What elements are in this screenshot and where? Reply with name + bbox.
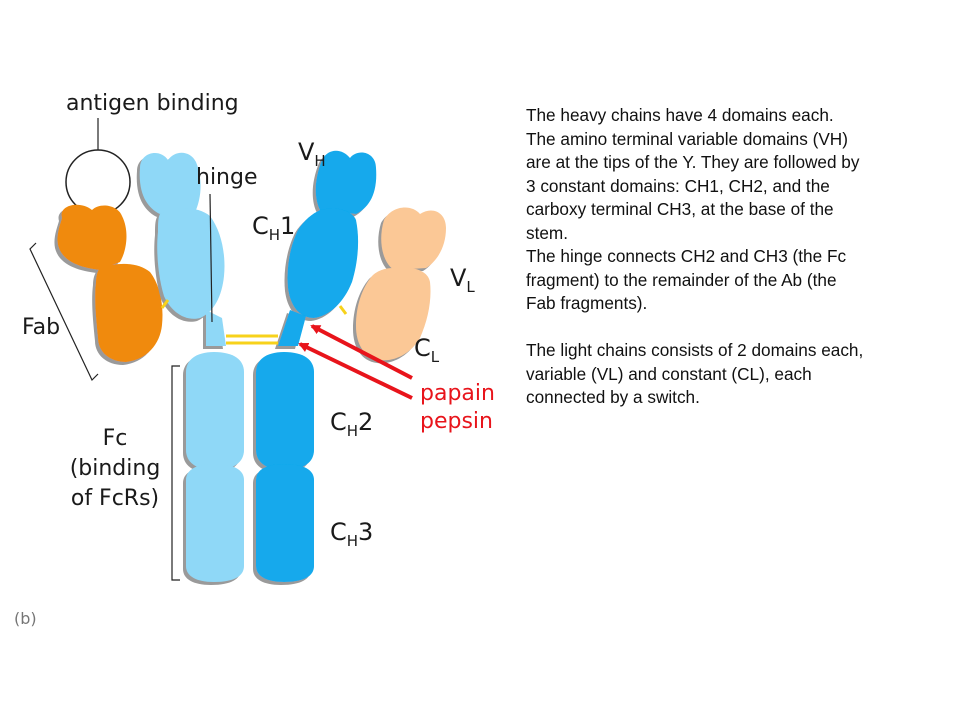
right-vh-domain <box>315 150 377 214</box>
description-text-block: The heavy chains have 4 domains each. Th… <box>526 104 956 410</box>
fab-label: Fab <box>22 315 60 340</box>
left-vl-domain <box>57 204 127 270</box>
papain-label: papain <box>420 381 495 406</box>
left-chain-disulfide-bond <box>160 299 170 309</box>
fab-bracket <box>29 242 99 382</box>
disulfide-bonds <box>160 299 348 345</box>
fc-fcrs-label: of FcRs) <box>71 486 159 511</box>
description-line: Fab fragments). <box>526 293 648 313</box>
description-line: The hinge connects CH2 and CH3 (the Fc <box>526 246 847 266</box>
right-ch3-domain <box>256 464 314 582</box>
left-ch2-domain <box>186 352 244 470</box>
left-heavy-chain <box>139 152 244 582</box>
pepsin-label: pepsin <box>420 409 493 434</box>
antigen-binding-label: antigen binding <box>66 91 239 116</box>
fc-binding-label: (binding <box>70 456 161 481</box>
left-light-chain <box>57 204 163 362</box>
right-ch2-domain <box>256 352 314 470</box>
description-line: stem. <box>526 222 569 243</box>
paragraph-spacer <box>526 316 956 340</box>
right-ch1-domain <box>287 208 359 318</box>
right-chain-disulfide-bond <box>338 305 348 315</box>
antibody-structure-diagram: antigen binding hinge Fab <box>14 91 495 628</box>
left-cl-domain <box>95 263 163 362</box>
description-line: The heavy chains have 4 domains each. <box>526 105 834 125</box>
hinge-pointer-line <box>209 193 213 323</box>
description-line: variable (VL) and constant (CL), each <box>526 363 812 384</box>
fc-label: Fc <box>103 426 128 451</box>
left-vh-domain <box>139 152 201 214</box>
pepsin-cleavage-arrow <box>298 342 413 400</box>
description-paragraph-heavy-chains: The heavy chains have 4 domains each. Th… <box>526 104 956 316</box>
hinge-label: hinge <box>196 165 258 190</box>
right-vl-domain <box>381 207 446 270</box>
description-line: connected by a switch. <box>526 387 700 407</box>
cl-label: CL <box>414 334 440 366</box>
description-paragraph-light-chains: The light chains consists of 2 domains e… <box>526 339 956 410</box>
left-ch3-domain <box>186 464 244 582</box>
description-line: 3 constant domains: CH1, CH2, and the <box>526 175 830 196</box>
ch1-label: CH1 <box>252 212 295 244</box>
papain-cleavage-arrow <box>310 324 413 380</box>
left-hinge-segment <box>206 310 226 346</box>
ch2-label: CH2 <box>330 408 373 440</box>
vh-label: VH <box>298 138 326 170</box>
cropped-panel-label: (b) <box>14 609 37 628</box>
description-line: The amino terminal variable domains (VH) <box>526 128 848 149</box>
left-ch1-domain <box>157 208 225 319</box>
vl-label: VL <box>450 264 475 296</box>
right-light-chain <box>356 207 446 361</box>
ch3-label: CH3 <box>330 518 373 550</box>
description-line: fragment) to the remainder of the Ab (th… <box>526 269 837 290</box>
fc-bracket <box>171 365 180 581</box>
description-line: carboxy terminal CH3, at the base of the <box>526 199 834 219</box>
antigen-circle <box>65 149 131 215</box>
description-line: The light chains consists of 2 domains e… <box>526 340 864 360</box>
right-cl-domain <box>356 267 431 361</box>
right-hinge-segment <box>278 310 306 346</box>
description-line: are at the tips of the Y. They are follo… <box>526 152 860 172</box>
right-heavy-chain <box>256 150 377 582</box>
